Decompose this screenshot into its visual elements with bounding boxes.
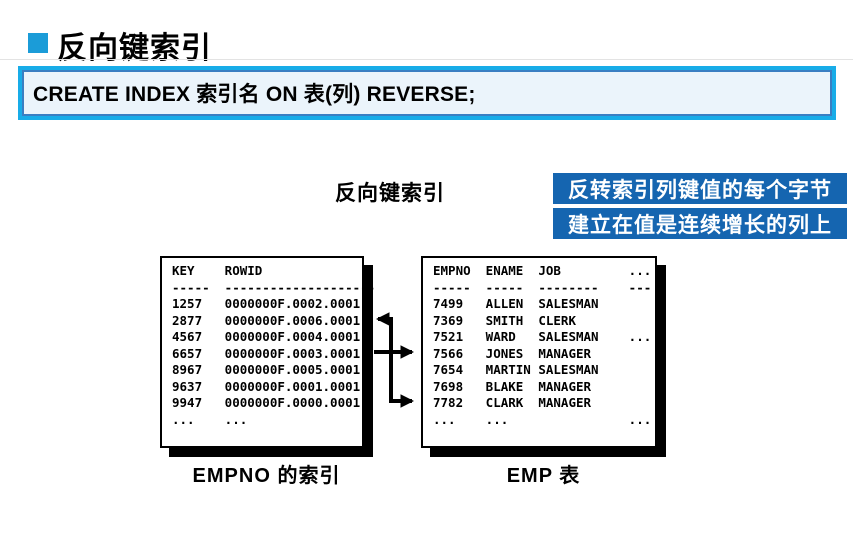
callout-reverse-bytes: 反转索引列键值的每个字节 [553, 173, 847, 204]
sql-syntax-box: CREATE INDEX 索引名 ON 表(列) REVERSE; [18, 66, 836, 120]
emp-table-caption: EMP 表 [506, 465, 581, 487]
sql-syntax-text: CREATE INDEX 索引名 ON 表(列) REVERSE; [33, 83, 476, 106]
arrow-bidirectional [375, 312, 415, 408]
index-table-content: KEY ROWID ----- -------------------- 125… [172, 263, 376, 427]
title-divider [0, 59, 853, 60]
diagram-heading: 反向键索引 [335, 182, 445, 205]
slide-title: 反向键索引 [57, 32, 212, 65]
title-bullet-icon [28, 33, 48, 53]
emp-table-content: EMPNO ENAME JOB ... ----- ----- --------… [433, 263, 652, 427]
index-table: KEY ROWID ----- -------------------- 125… [160, 256, 376, 448]
callout-sequential-column: 建立在值是连续增长的列上 [553, 208, 847, 239]
index-table-caption: EMPNO 的索引 [192, 465, 341, 487]
emp-table: EMPNO ENAME JOB ... ----- ----- --------… [421, 256, 657, 448]
